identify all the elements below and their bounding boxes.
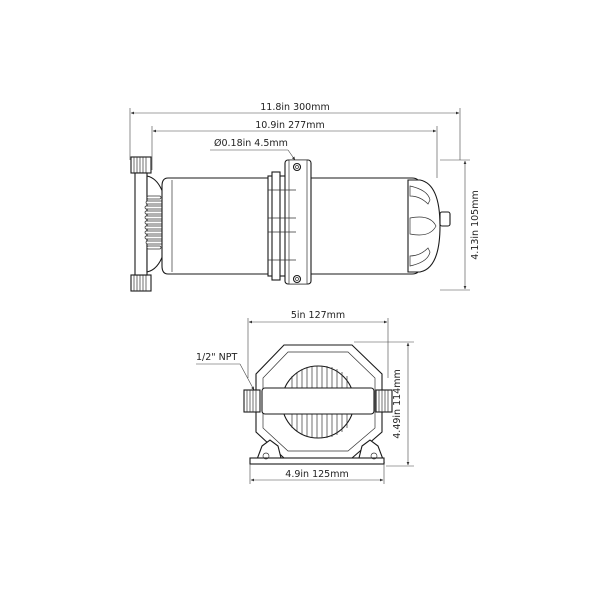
side-view: 11.8in 300mm 10.9in 277mm Ø0.18in 4.5mm <box>129 102 481 292</box>
body-length-label: 10.9in 277mm <box>255 120 324 131</box>
height-label-front: 4.49in 114mm <box>392 369 403 438</box>
height-dimension-side: 4.13in 105mm <box>440 159 481 291</box>
mounting-bracket <box>267 159 312 285</box>
port-left <box>243 389 261 413</box>
height-dimension-front: 4.49in 114mm <box>354 341 414 467</box>
width-label-top: 5in 127mm <box>291 310 345 321</box>
body-length-dimension: 10.9in 277mm <box>151 120 438 178</box>
base-width-label: 4.9in 125mm <box>285 469 348 480</box>
mount-hole-top <box>292 162 302 172</box>
npt-callout: 1/2" NPT <box>196 352 255 391</box>
base-feet <box>249 439 385 465</box>
hole-diameter-label: Ø0.18in 4.5mm <box>214 138 288 149</box>
base-width-dimension: 4.9in 125mm <box>249 464 385 484</box>
overall-length-label: 11.8in 300mm <box>260 102 329 113</box>
motor-end-cap <box>407 179 441 273</box>
wire-outlet <box>439 211 451 227</box>
hole-diameter-dimension: Ø0.18in 4.5mm <box>210 138 296 161</box>
mount-hole-bottom <box>292 274 302 284</box>
inlet-port-bottom <box>130 274 152 292</box>
npt-label: 1/2" NPT <box>196 352 238 363</box>
port-right <box>375 389 393 413</box>
strainer-ribs <box>144 195 166 250</box>
front-view: 5in 127mm 1/2" NPT <box>196 310 414 484</box>
overall-length-dimension: 11.8in 300mm <box>129 102 461 160</box>
height-label-side: 4.13in 105mm <box>470 190 481 259</box>
width-dimension-top: 5in 127mm <box>247 310 389 378</box>
inlet-port-top <box>130 156 152 174</box>
pump-head <box>134 172 148 276</box>
cross-bar <box>261 387 375 415</box>
